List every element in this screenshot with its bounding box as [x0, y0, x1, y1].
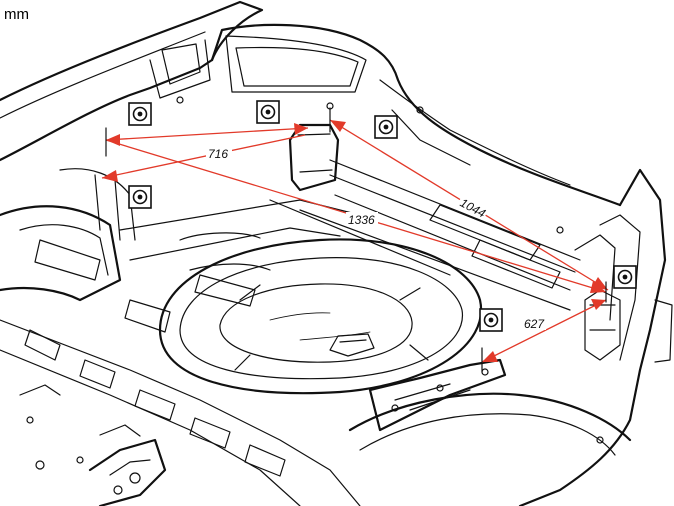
measurement-point-icon	[128, 102, 152, 126]
dimension-label-716: 716	[208, 147, 228, 161]
dimension-line-716	[105, 127, 309, 141]
unit-label: mm	[4, 6, 29, 23]
dimension-line-627	[481, 299, 607, 363]
arrowhead	[294, 123, 308, 135]
arrowhead	[590, 281, 606, 293]
measurement-point-icon	[374, 115, 398, 139]
dimension-label-627: 627	[524, 317, 545, 331]
measurement-points	[128, 100, 637, 332]
arrowhead	[102, 170, 118, 182]
measurement-point-icon	[613, 265, 637, 289]
dimension-lines	[101, 102, 609, 373]
arrowhead	[482, 351, 498, 362]
measurement-point-icon	[256, 100, 280, 124]
measurement-point-icon	[479, 308, 503, 332]
arrowhead	[330, 120, 346, 132]
dimension-labels: 716 1044 1336 627	[206, 146, 546, 331]
measurement-point-icon	[128, 185, 152, 209]
dimension-label-1336: 1336	[348, 213, 375, 227]
arrowhead	[591, 299, 606, 310]
